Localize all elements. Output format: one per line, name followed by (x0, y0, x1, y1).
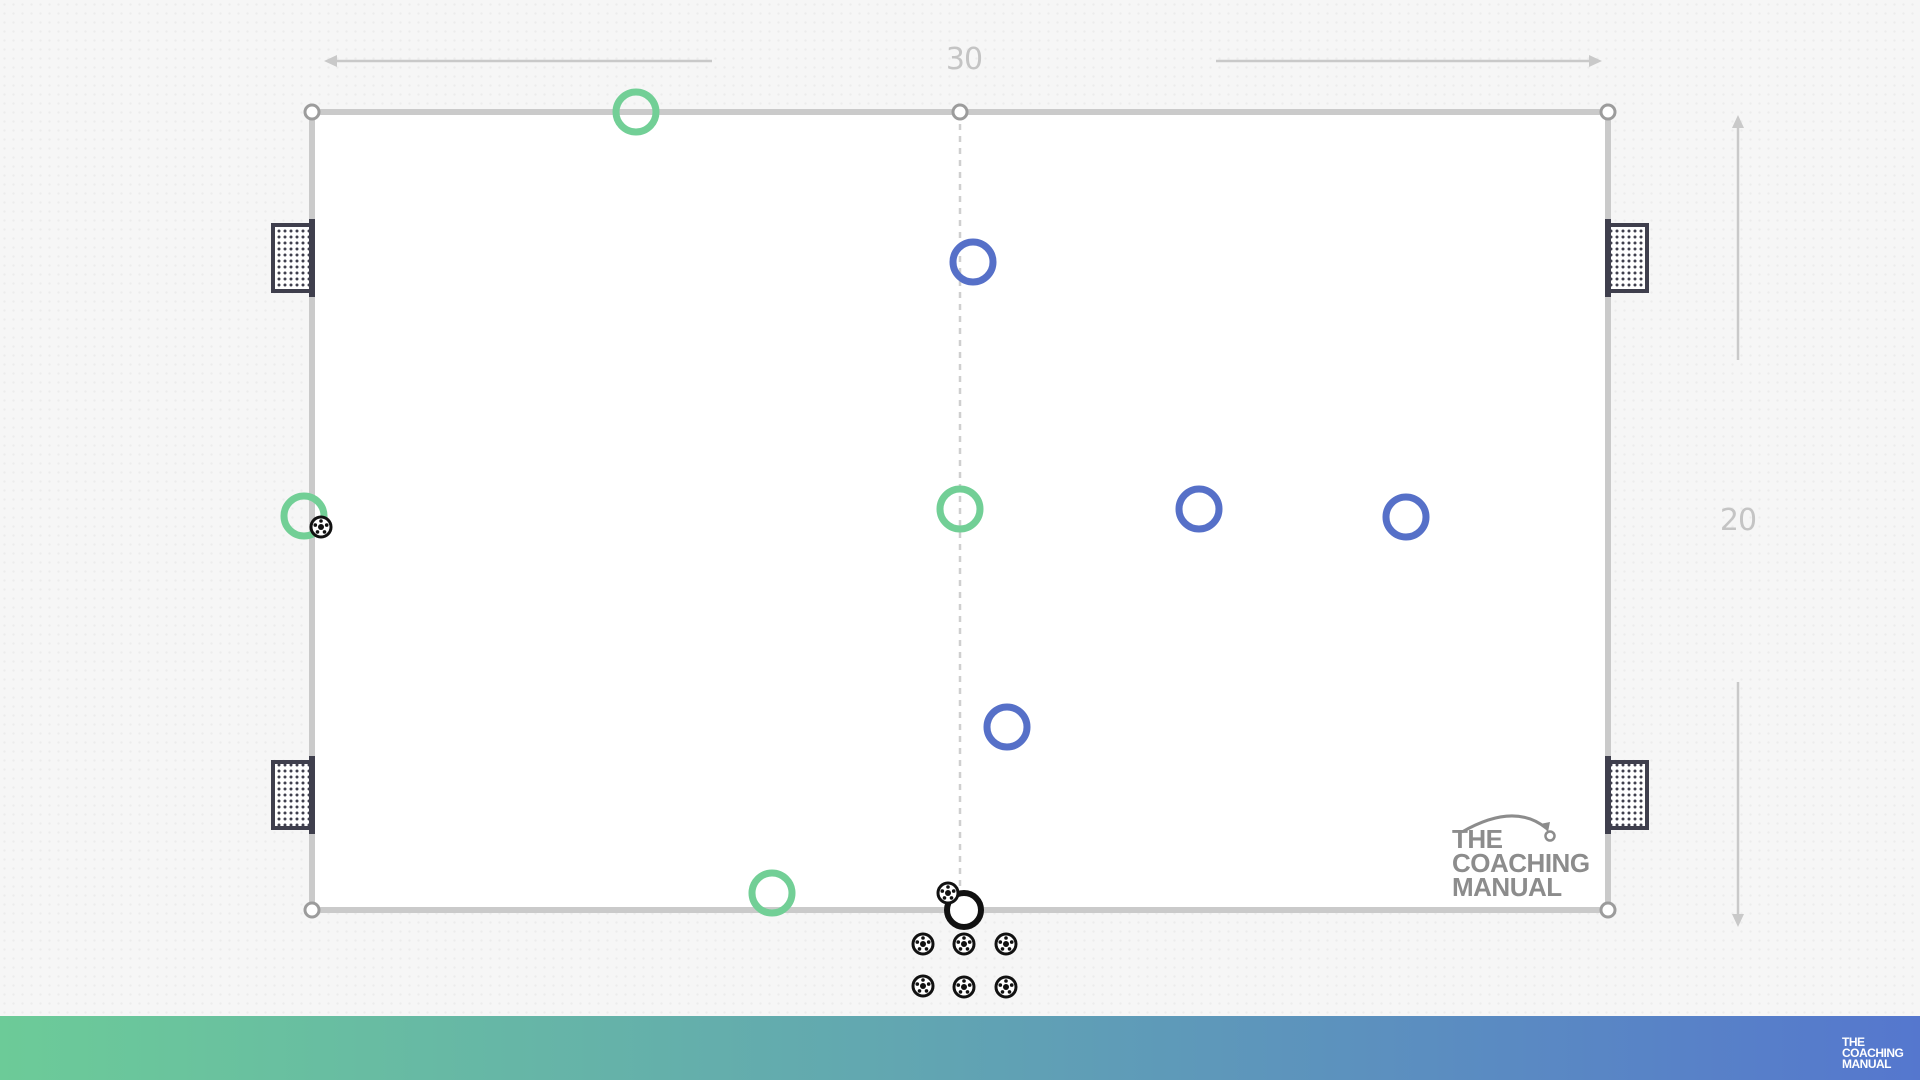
logo-arc-icon (1461, 814, 1556, 842)
spare-balls (911, 932, 1018, 999)
blue-player (1382, 493, 1430, 541)
goal-right-bottom (1605, 756, 1649, 834)
green-player (936, 485, 984, 533)
footer-gradient-bar (0, 1016, 1920, 1080)
blue-player (983, 703, 1031, 751)
coaching-manual-logo: THE COACHING MANUAL (1452, 814, 1590, 902)
footer-logo-line-3: MANUAL (1842, 1057, 1892, 1071)
green-player (748, 869, 796, 917)
goal-left-top (271, 219, 315, 297)
height-dimension-label: 20 (1719, 503, 1757, 538)
goal-right-top (1605, 219, 1649, 297)
footer-logo-line-1: THE (1842, 1035, 1865, 1049)
blue-player (949, 238, 997, 286)
width-arrows (324, 55, 1602, 67)
blue-player (1175, 485, 1223, 533)
logo-line-3: MANUAL (1452, 872, 1562, 902)
blue-team (949, 238, 1430, 751)
logo-line-2: COACHING (1452, 848, 1590, 878)
goal-left-bottom (271, 756, 315, 834)
logo-line-1: THE (1452, 824, 1503, 854)
green-player (612, 88, 660, 136)
width-dimension-label: 30 (945, 42, 983, 77)
height-arrows (1732, 115, 1744, 927)
boundary-markers (303, 103, 1617, 919)
footer-logo-line-2: COACHING (1842, 1046, 1904, 1060)
footer-logo: THE COACHING MANUAL (1842, 1035, 1904, 1071)
